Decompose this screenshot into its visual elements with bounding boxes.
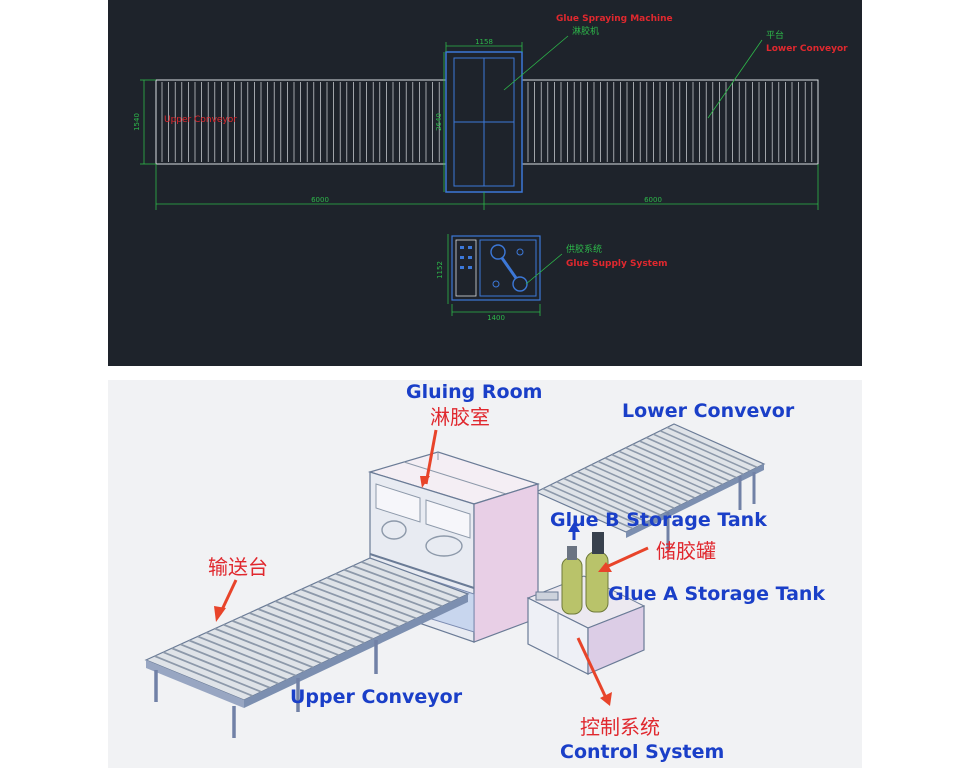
leader-lines: [503, 35, 763, 285]
dim-supply-height: 1152: [436, 261, 444, 279]
roller: [335, 572, 434, 612]
roller: [570, 474, 661, 516]
roller: [154, 655, 253, 697]
roller: [618, 450, 710, 492]
supply-cn-label: 供胶系统: [566, 243, 602, 255]
roller: [180, 643, 279, 685]
roller: [197, 635, 297, 677]
roller: [214, 627, 314, 669]
left-conveyor-plan: [155, 79, 447, 165]
upper-conveyor-label: Upper Conveyor: [290, 686, 463, 708]
roller: [343, 568, 443, 608]
cad-drawing: 1158 2640 1540 6000 6000 1152 1400 Glue …: [133, 14, 848, 322]
dimension-lines: [140, 42, 819, 316]
roller: [283, 596, 383, 636]
gluing-room-cn-label: 淋胶室: [430, 405, 490, 429]
roller: [563, 477, 654, 520]
dim-right-length: 6000: [644, 196, 662, 204]
roller: [590, 464, 682, 506]
cad-upper-conveyor-label: Upper Conveyor: [164, 115, 237, 125]
roller: [583, 467, 675, 509]
lower-conveyor-3d: [534, 423, 766, 550]
render-drawing: Gluing Room 淋胶室 Lower Convevor 输送台 Glue …: [144, 381, 825, 763]
cad-plan-view: 1158 2640 1540 6000 6000 1152 1400 Glue …: [108, 0, 862, 366]
storage-tank-cn-label: 储胶罐: [656, 539, 716, 563]
supply-en-label: Glue Supply System: [566, 259, 667, 269]
upper-conveyor-3d: [144, 557, 470, 738]
roller: [274, 600, 374, 640]
roller: [556, 481, 648, 523]
annotation-arrows: [214, 429, 649, 706]
roller: [223, 623, 322, 665]
roller: [300, 588, 400, 628]
cad-lower-conveyor-label: Lower Conveyor: [766, 44, 848, 54]
glue-spraying-machine-plan: [445, 51, 523, 193]
roller: [597, 460, 689, 503]
render-3d-view: Gluing Room 淋胶室 Lower Convevor 输送台 Glue …: [108, 380, 862, 768]
roller: [257, 608, 357, 648]
roller: [188, 639, 288, 681]
roller: [625, 447, 717, 489]
roller: [659, 430, 751, 472]
roller: [549, 484, 641, 526]
glue-spraying-machine-label: Glue Spraying Machine: [556, 14, 673, 24]
control-system-label: Control System: [560, 741, 724, 763]
dim-left-length: 6000: [311, 196, 329, 204]
roller: [361, 561, 460, 599]
roller: [611, 453, 703, 496]
platform-cn-label: 平台: [766, 29, 784, 41]
roller: [240, 616, 340, 656]
roller: [326, 576, 426, 616]
roller: [249, 612, 348, 652]
conveyor-cn-label: 输送台: [208, 555, 268, 579]
dim-conveyor-height: 1540: [133, 113, 141, 131]
dim-machine-width: 1158: [475, 38, 493, 46]
roller: [266, 604, 365, 644]
roller: [666, 426, 758, 469]
roller: [171, 647, 271, 689]
dim-supply-width: 1400: [487, 314, 505, 322]
roller: [309, 584, 409, 624]
dim-machine-height: 2640: [435, 113, 443, 131]
right-conveyor-plan: [521, 79, 819, 165]
glue-spraying-machine-cn-label: 淋胶机: [572, 25, 599, 37]
roller: [292, 592, 391, 632]
roller: [162, 651, 262, 693]
roller: [652, 433, 744, 475]
roller: [231, 619, 331, 661]
lower-conveyor-label: Lower Convevor: [622, 400, 795, 422]
roller: [604, 457, 696, 499]
gluing-room-label: Gluing Room: [406, 381, 542, 403]
roller: [542, 487, 634, 530]
roller: [352, 565, 452, 603]
glue-a-storage-tank-label: Glue A Storage Tank: [608, 583, 825, 605]
roller: [639, 440, 730, 482]
roller: [646, 436, 737, 479]
roller: [577, 470, 668, 513]
glue-b-storage-tank-label: Glue B Storage Tank: [550, 509, 767, 531]
glue-supply-system-plan: [451, 235, 541, 301]
roller: [632, 443, 723, 486]
control-system-cn-label: 控制系统: [580, 715, 660, 739]
roller: [205, 631, 305, 673]
roller: [317, 580, 417, 620]
